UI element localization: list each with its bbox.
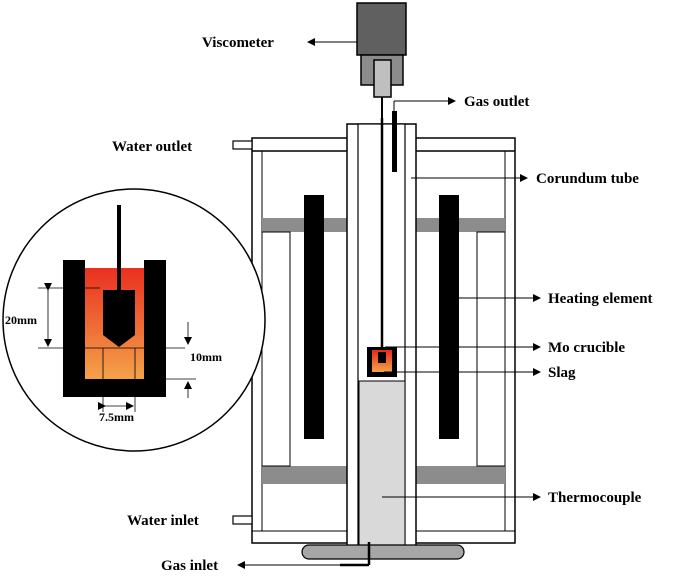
viscometer bbox=[356, 2, 407, 118]
label-slag: Slag bbox=[548, 365, 576, 381]
dim-width-label: 7.5mm bbox=[99, 410, 134, 424]
mo-crucible bbox=[367, 347, 397, 377]
label-mo-crucible: Mo crucible bbox=[548, 340, 625, 356]
thermocouple bbox=[358, 380, 406, 547]
dim-gap-label: 10mm bbox=[190, 350, 222, 364]
water-inlet-pipe bbox=[232, 515, 253, 525]
label-heating-element: Heating element bbox=[548, 291, 653, 307]
dim-height-label: 20mm bbox=[5, 313, 37, 327]
label-water-outlet: Water outlet bbox=[112, 139, 192, 155]
base bbox=[301, 542, 465, 567]
water-outlet-pipe bbox=[232, 140, 253, 150]
leader-lines bbox=[237, 38, 541, 569]
crucible-detail-inset: 20mm 10mm 7.5mm bbox=[2, 188, 266, 452]
labels: Viscometer Gas outlet Water outlet Corun… bbox=[112, 35, 653, 574]
label-viscometer: Viscometer bbox=[202, 35, 274, 51]
heating-elements bbox=[304, 195, 459, 439]
label-thermocouple: Thermocouple bbox=[548, 490, 642, 506]
label-gas-inlet: Gas inlet bbox=[161, 558, 218, 574]
label-gas-outlet: Gas outlet bbox=[464, 94, 529, 110]
spindle bbox=[380, 111, 397, 358]
label-corundum-tube: Corundum tube bbox=[536, 171, 639, 187]
label-water-inlet: Water inlet bbox=[127, 513, 199, 529]
